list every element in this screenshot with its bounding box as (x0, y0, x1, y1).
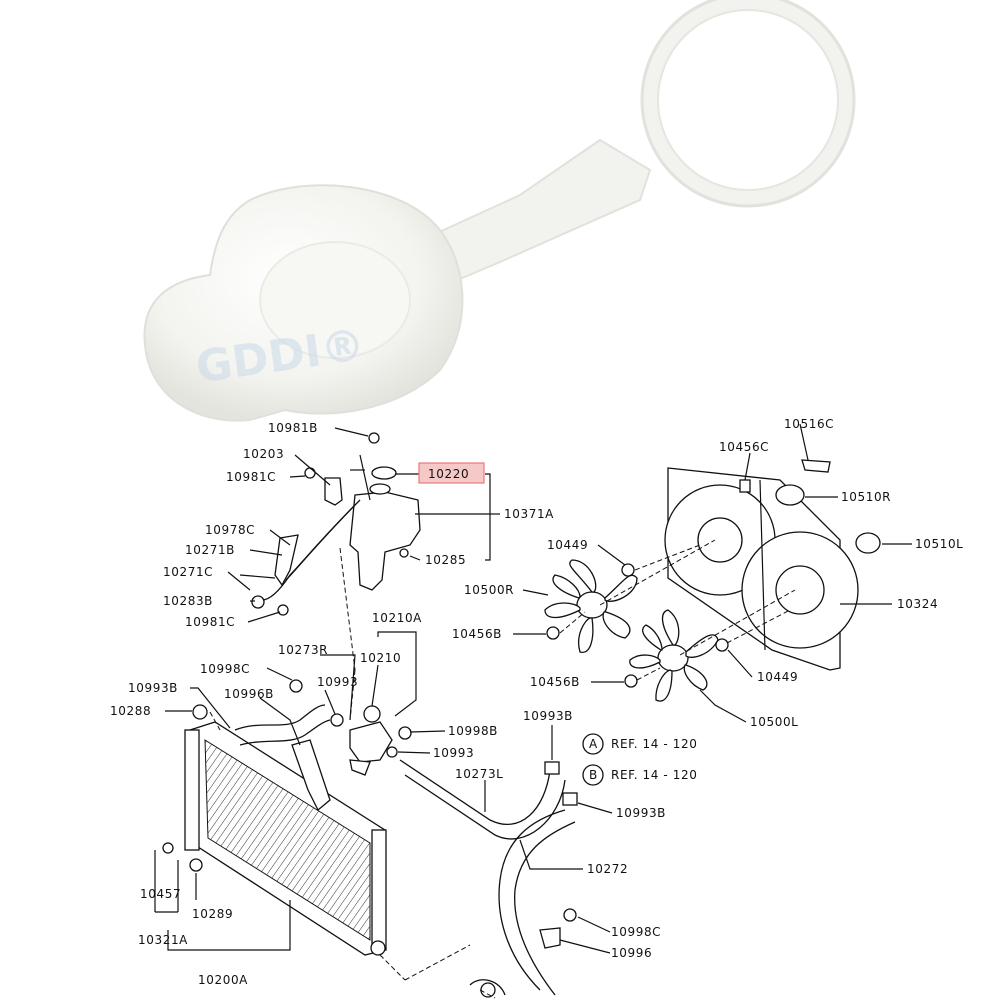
bolt-10981c-top (304, 467, 316, 479)
label-10273l: 10273L (455, 767, 503, 781)
upper-hose-10273r (234, 679, 344, 812)
label-10324: 10324 (897, 597, 938, 611)
label-10289: 10289 (192, 907, 233, 921)
label-10283b: 10283B (163, 594, 213, 608)
label-10978c: 10978C (205, 523, 255, 537)
radiator (162, 704, 387, 956)
clamp-lower (480, 982, 496, 998)
cap-ring (640, 0, 856, 208)
ref-a-letter: A (589, 737, 598, 751)
hose-10272 (498, 809, 576, 996)
label-10993b-c: 10993B (616, 806, 666, 820)
label-10993b-a: 10993B (128, 681, 178, 695)
fan-blade-10500r (544, 559, 638, 653)
label-10371a: 10371A (504, 507, 554, 521)
label-10271c: 10271C (163, 565, 213, 579)
fan-blade-10500l (629, 609, 719, 702)
label-10510l: 10510L (915, 537, 963, 551)
product-photo: GDDI® (143, 0, 856, 422)
ref-b-letter: B (589, 768, 598, 782)
label-10272: 10272 (587, 862, 628, 876)
label-10500r: 10500R (464, 583, 514, 597)
bolt-10449-a (621, 563, 635, 577)
label-10200a: 10200A (198, 973, 248, 987)
fan-motors (739, 459, 881, 554)
clamp-10993b-c (562, 792, 578, 806)
label-10981c-a: 10981C (226, 470, 276, 484)
clamp-10993b-a (544, 761, 560, 775)
bracket-10996 (539, 927, 561, 949)
label-ref-b: REF. 14 - 120 (611, 768, 697, 782)
label-10449-b: 10449 (757, 670, 798, 684)
nut-10456b-a (546, 626, 560, 640)
label-10321a: 10321A (138, 933, 188, 947)
label-10271b: 10271B (185, 543, 235, 557)
highlight-10220 (418, 462, 485, 484)
reservoir-tank (349, 432, 421, 591)
label-10981b: 10981B (268, 421, 318, 435)
label-10456b-a: 10456B (452, 627, 502, 641)
parts-diagram: 10981B 10203 10981C 10220 10371A 10285 1… (110, 417, 963, 999)
label-10516c: 10516C (784, 417, 834, 431)
label-10993b-b: 10993B (523, 709, 573, 723)
label-10220: 10220 (428, 467, 469, 481)
nut-10456b-b (624, 674, 638, 688)
label-10996: 10996 (611, 946, 652, 960)
label-10998c-b: 10998C (611, 925, 661, 939)
label-10288: 10288 (110, 704, 151, 718)
label-10993-a: 10993 (317, 675, 358, 689)
label-10998c-a: 10998C (200, 662, 250, 676)
bolt-10449-b (715, 638, 729, 652)
ref-b-circle (582, 764, 604, 786)
label-10996b: 10996B (224, 687, 274, 701)
thermostat-housing (349, 705, 412, 776)
label-10510r: 10510R (841, 490, 891, 504)
label-10456c: 10456C (719, 440, 769, 454)
label-10981c-b: 10981C (185, 615, 235, 629)
label-10449-a: 10449 (547, 538, 588, 552)
part-labels: 10981B 10203 10981C 10220 10371A 10285 1… (110, 417, 963, 987)
label-10210: 10210 (360, 651, 401, 665)
label-ref-a: REF. 14 - 120 (611, 737, 697, 751)
label-10210a: 10210A (372, 611, 422, 625)
overflow-hose-assembly (239, 499, 361, 616)
label-10457: 10457 (140, 887, 181, 901)
bracket-10203 (324, 477, 343, 506)
cap-inner-well (259, 241, 411, 359)
label-10993-b: 10993 (433, 746, 474, 760)
label-10500l: 10500L (750, 715, 798, 729)
leader-lines (154, 423, 912, 954)
lower-hose-10273l (399, 759, 566, 840)
fan-shroud-10324 (664, 467, 859, 671)
label-10998b: 10998B (448, 724, 498, 738)
label-10285: 10285 (425, 553, 466, 567)
hose-10272-lower (469, 979, 506, 996)
label-10456b-b: 10456B (530, 675, 580, 689)
ref-a-circle (582, 733, 604, 755)
label-10203: 10203 (243, 447, 284, 461)
bolt-10998c-b (563, 908, 577, 922)
label-10273r: 10273R (278, 643, 328, 657)
